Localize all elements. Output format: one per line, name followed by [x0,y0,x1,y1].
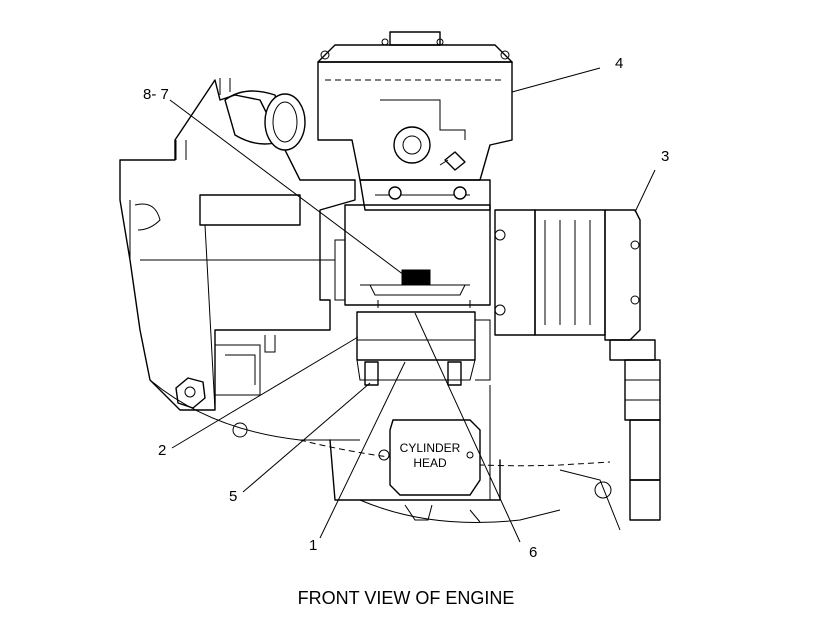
pump-housing [334,204,506,316]
mounting-bracket [359,179,491,211]
leader-5 [242,382,371,493]
callout-6: 6 [529,544,538,561]
callout-4: 4 [615,55,624,72]
intake-elbow [175,78,306,160]
plate-line2: HEAD [413,456,447,470]
adapter-block [356,311,491,386]
plate-line1: CYLINDER [400,441,461,455]
top-cover [317,31,513,181]
leader-2 [171,336,359,449]
engine-block [119,79,360,441]
leader-lines [169,67,656,543]
leader-1 [319,361,406,539]
callout-8-7: 8- 7 [143,86,169,103]
cylinder-head-plate: CYLINDER HEAD [378,419,481,496]
leader-8-7 [169,99,409,279]
callout-1: 1 [309,537,318,554]
callout-2: 2 [158,442,167,459]
figure-caption: FRONT VIEW OF ENGINE [297,588,515,608]
callout-5: 5 [229,488,238,505]
side-unit [494,209,661,521]
leader-6 [414,312,521,543]
callout-3: 3 [661,148,670,165]
leader-3 [634,169,656,213]
leader-4 [511,67,601,93]
